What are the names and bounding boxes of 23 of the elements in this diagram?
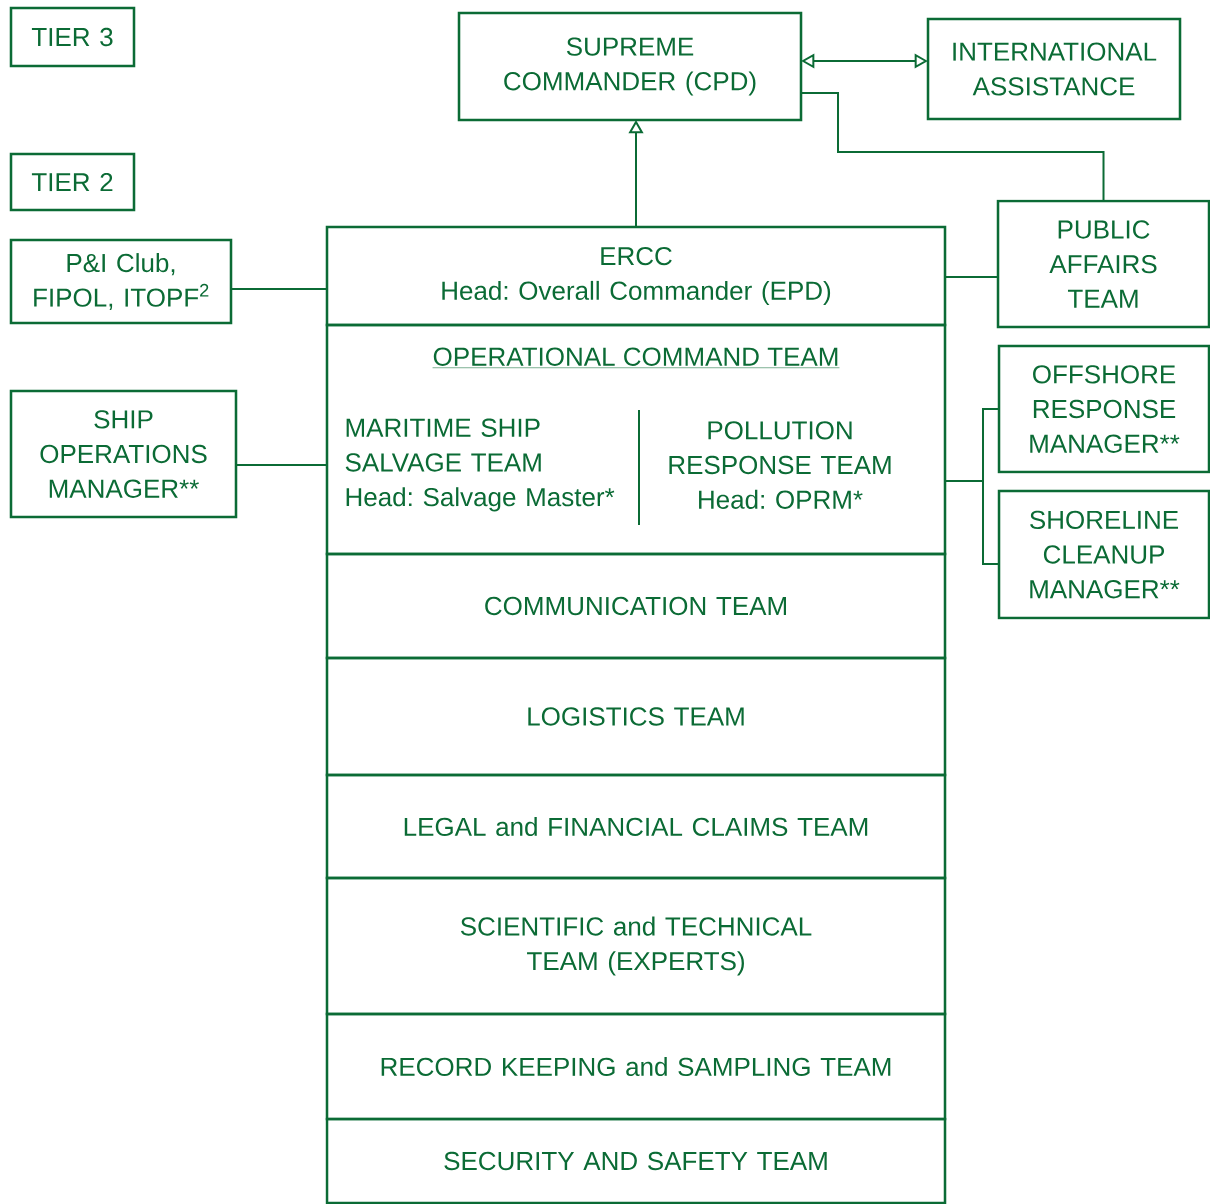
org-box: SHIP OPERATIONS MANAGER**: [9, 389, 238, 519]
org-box: SUPREME COMMANDER (CPD): [457, 11, 803, 122]
connector-line: [230, 288, 328, 290]
org-box: SHORELINE CLEANUP MANAGER**: [997, 489, 1210, 620]
org-box: TIER 3: [9, 6, 136, 68]
team-text: MARITIME SHIP SALVAGE TEAM Head: Salvage Master*: [345, 418, 615, 512]
team-band: ERCC Head: Overall Commander (EPD): [325, 225, 947, 327]
team-band: RECORD KEEPING and SAMPLING TEAM: [325, 1012, 947, 1121]
connector-line: [944, 276, 999, 278]
connector-line: [235, 464, 328, 466]
team-band: SECURITY AND SAFETY TEAM: [325, 1117, 947, 1204]
team-band: LOGISTICS TEAM: [325, 656, 947, 777]
team-band: SCIENTIFIC and TECHNICAL TEAM (EXPERTS): [325, 876, 947, 1016]
team-band: COMMUNICATION TEAM: [325, 552, 947, 660]
team-band: LEGAL and FINANCIAL CLAIMS TEAM: [325, 773, 947, 880]
connector-line: [800, 92, 1105, 202]
connector-line: [944, 480, 1000, 565]
org-box: PUBLIC AFFAIRS TEAM: [996, 199, 1210, 329]
org-box: TIER 2: [9, 152, 136, 212]
org-box: INTERNATIONAL ASSISTANCE: [926, 17, 1182, 121]
org-box: P&I Club, FIPOL, ITOPF$^{2}$: [9, 238, 233, 325]
org-box: OFFSHORE RESPONSE MANAGER**: [997, 344, 1210, 474]
team-text: POLLUTION RESPONSE TEAM Head: OPRM*: [669, 421, 891, 509]
